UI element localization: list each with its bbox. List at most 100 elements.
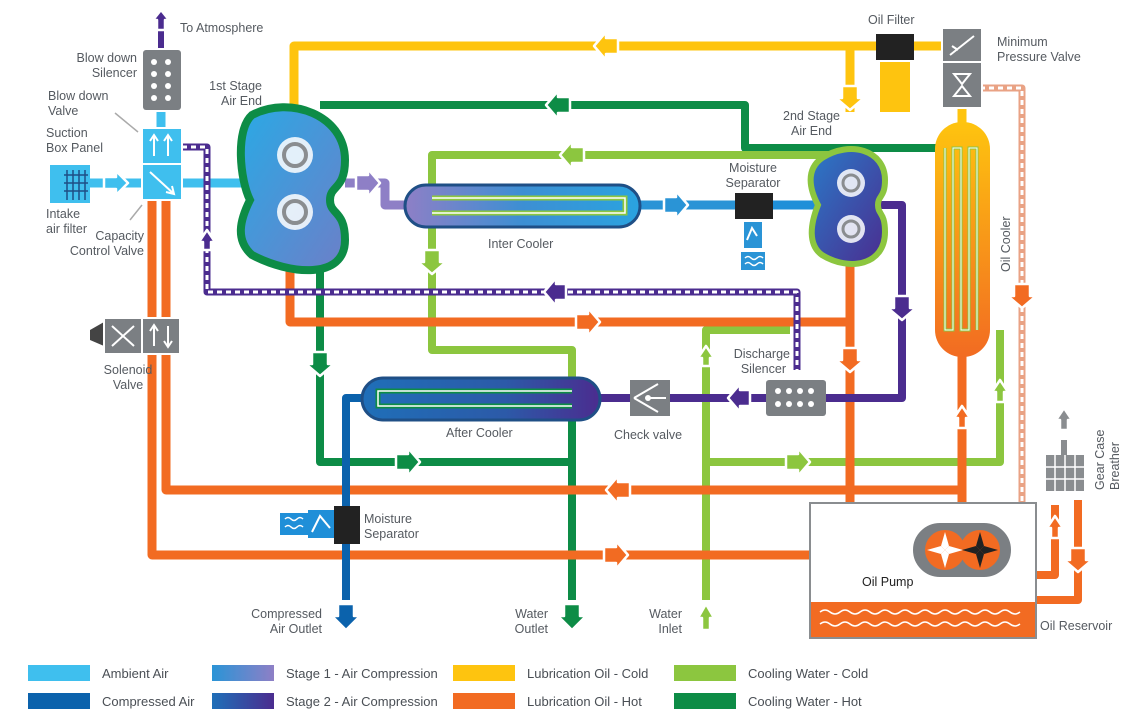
label-minimum-pressure-valve-1: Minimum xyxy=(997,35,1048,49)
legend-swatch xyxy=(212,693,274,709)
label-capacity-control-valve-1: Capacity xyxy=(95,229,144,243)
arrow-up-icon xyxy=(990,378,1010,404)
arrow-right-icon xyxy=(662,189,690,221)
check-valve xyxy=(630,380,670,416)
label-discharge-silencer-2: Silencer xyxy=(741,362,786,376)
label-minimum-pressure-valve-2: Pressure Valve xyxy=(997,50,1081,64)
arrow-down-icon xyxy=(834,84,866,112)
oil-cooler xyxy=(935,122,990,357)
arrow-right-icon xyxy=(574,306,602,338)
pipe-compressed-1 xyxy=(342,394,370,600)
arrow-right-icon xyxy=(394,446,422,478)
arrow-down-icon xyxy=(330,602,362,632)
label-suction-box-panel-1: Suction xyxy=(46,126,88,140)
label-moisture-separator-1a: Moisture xyxy=(729,161,777,175)
legend-item-oil-cold: Lubrication Oil - Cold xyxy=(453,665,648,681)
label-oil-reservoir: Oil Reservoir xyxy=(1040,619,1112,633)
intake-air-filter xyxy=(50,165,90,203)
label-inter-cooler: Inter Cooler xyxy=(488,237,553,251)
pipe-oil-hot-6 xyxy=(1036,505,1059,579)
blow-down-silencer xyxy=(143,50,181,110)
arrow-left-icon xyxy=(544,89,572,121)
legend-item-stage1: Stage 1 - Air Compression xyxy=(212,665,438,681)
label-compressed-air-outlet-2: Air Outlet xyxy=(270,622,323,636)
legend: Ambient Air Compressed Air Stage 1 - Air… xyxy=(0,660,1129,715)
flow-arrows xyxy=(102,8,1094,632)
discharge-silencer xyxy=(766,380,826,416)
arrow-down-icon xyxy=(556,602,588,632)
gear-case-breather xyxy=(1046,455,1084,491)
label-solenoid-valve-2: Valve xyxy=(113,378,143,392)
moisture-separator-1 xyxy=(735,193,773,270)
label-second-stage-1: 2nd Stage xyxy=(783,109,840,123)
arrow-right-icon xyxy=(102,169,130,197)
label-water-inlet-2: Inlet xyxy=(658,622,682,636)
oil-pump xyxy=(911,521,1013,579)
legend-swatch xyxy=(28,665,90,681)
label-water-outlet-2: Outlet xyxy=(515,622,549,636)
legend-item-ambient-air: Ambient Air xyxy=(28,665,168,681)
label-solenoid-valve-1: Solenoid xyxy=(104,363,153,377)
arrow-left-icon xyxy=(726,382,752,414)
legend-label: Compressed Air xyxy=(102,693,195,709)
legend-item-oil-hot: Lubrication Oil - Hot xyxy=(453,693,642,709)
legend-swatch xyxy=(453,693,515,709)
legend-swatch xyxy=(674,665,736,681)
label-gear-case-breather-1: Gear Case xyxy=(1093,430,1107,490)
second-stage-air-end xyxy=(807,146,889,267)
pipe-water-cold-4 xyxy=(702,326,790,462)
legend-label: Ambient Air xyxy=(102,665,169,681)
label-to-atmosphere: To Atmosphere xyxy=(180,21,263,35)
label-first-stage-2: Air End xyxy=(221,94,262,108)
after-cooler xyxy=(360,376,602,422)
arrow-up-icon xyxy=(696,344,716,368)
label-blow-down-valve-1: Blow down xyxy=(48,89,108,103)
pipe-oil-hot-3 xyxy=(161,200,965,495)
arrow-up-icon xyxy=(1045,514,1065,540)
label-blow-down-silencer-1: Blow down xyxy=(77,51,137,65)
label-compressed-air-outlet-1: Compressed xyxy=(251,607,322,621)
arrow-up-icon xyxy=(1054,406,1074,432)
label-second-stage-2: Air End xyxy=(791,124,832,138)
label-moisture-separator-1b: Separator xyxy=(726,176,781,190)
label-water-outlet-1: Water xyxy=(515,607,548,621)
label-blow-down-silencer-2: Silencer xyxy=(92,66,137,80)
legend-label: Lubrication Oil - Hot xyxy=(527,693,642,709)
label-water-inlet-1: Water xyxy=(649,607,682,621)
legend-item-stage2: Stage 2 - Air Compression xyxy=(212,693,438,709)
label-gear-case-breather-2: Breather xyxy=(1108,442,1122,490)
legend-swatch xyxy=(212,665,274,681)
leader-lines xyxy=(114,112,143,221)
arrow-down-icon xyxy=(304,350,336,378)
arrow-right-icon xyxy=(602,539,630,571)
moisture-separator-2 xyxy=(280,506,360,544)
legend-label: Stage 2 - Air Compression xyxy=(286,693,438,709)
pipes xyxy=(90,28,1082,610)
label-capacity-control-valve-2: Control Valve xyxy=(70,244,144,258)
legend-label: Stage 1 - Air Compression xyxy=(286,665,438,681)
label-discharge-silencer-1: Discharge xyxy=(734,347,790,361)
legend-item-water-hot: Cooling Water - Hot xyxy=(674,693,862,709)
label-after-cooler: After Cooler xyxy=(446,426,513,440)
label-intake-air-filter-2: air filter xyxy=(46,222,87,236)
label-moisture-separator-2b: Separator xyxy=(364,527,419,541)
label-suction-box-panel-2: Box Panel xyxy=(46,141,103,155)
legend-swatch xyxy=(674,693,736,709)
compressor-flow-diagram: To Atmosphere Blow down Silencer Blow do… xyxy=(46,8,1122,639)
first-stage-air-end xyxy=(236,103,350,275)
arrow-left-icon xyxy=(542,276,568,308)
oil-filter xyxy=(876,34,914,112)
label-first-stage-1: 1st Stage xyxy=(209,79,262,93)
arrow-up-icon xyxy=(952,404,972,430)
pipe-control-line-1-dash xyxy=(182,145,799,370)
legend-swatch xyxy=(28,693,90,709)
pipe-water-cold-2 xyxy=(428,225,576,395)
legend-label: Lubrication Oil - Cold xyxy=(527,665,649,681)
arrow-up-icon xyxy=(151,8,171,32)
label-oil-filter: Oil Filter xyxy=(868,13,915,27)
arrow-down-icon xyxy=(834,346,866,374)
pipe-oil-hot-7 xyxy=(1036,500,1082,604)
legend-label: Cooling Water - Hot xyxy=(748,693,862,709)
labels: To Atmosphere Blow down Silencer Blow do… xyxy=(46,13,1122,636)
arrow-down-icon xyxy=(1006,282,1038,310)
